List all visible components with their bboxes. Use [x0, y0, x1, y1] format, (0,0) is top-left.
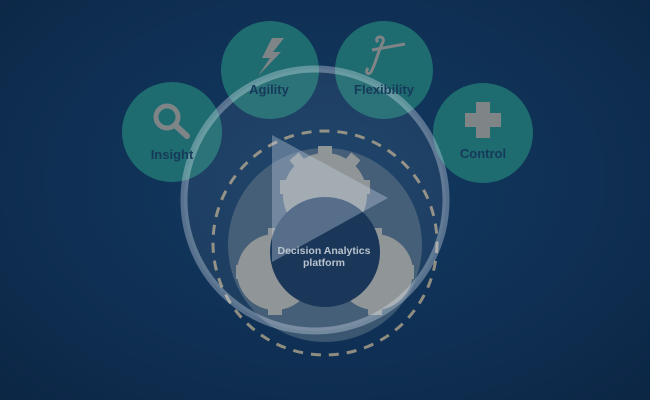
platform-subtitle: platform [303, 257, 345, 269]
platform-core [270, 197, 380, 307]
lightning-icon [258, 38, 284, 76]
feature-flexibility [335, 21, 433, 119]
dashed-ring [211, 129, 439, 357]
feature-control [433, 83, 533, 183]
platform-title: Decision Analytics [278, 245, 371, 257]
dpad-icon [465, 102, 501, 138]
feature-label: Agility [249, 82, 289, 97]
feature-label: Insight [151, 147, 194, 162]
feature-insight [122, 82, 222, 182]
magnifier-icon [153, 103, 190, 139]
feature-agility [221, 21, 319, 119]
play-button[interactable] [180, 65, 450, 335]
script-f-icon [365, 35, 406, 76]
feature-label: Control [460, 146, 506, 161]
play-icon [272, 135, 388, 262]
feature-label: Flexibility [354, 82, 415, 97]
